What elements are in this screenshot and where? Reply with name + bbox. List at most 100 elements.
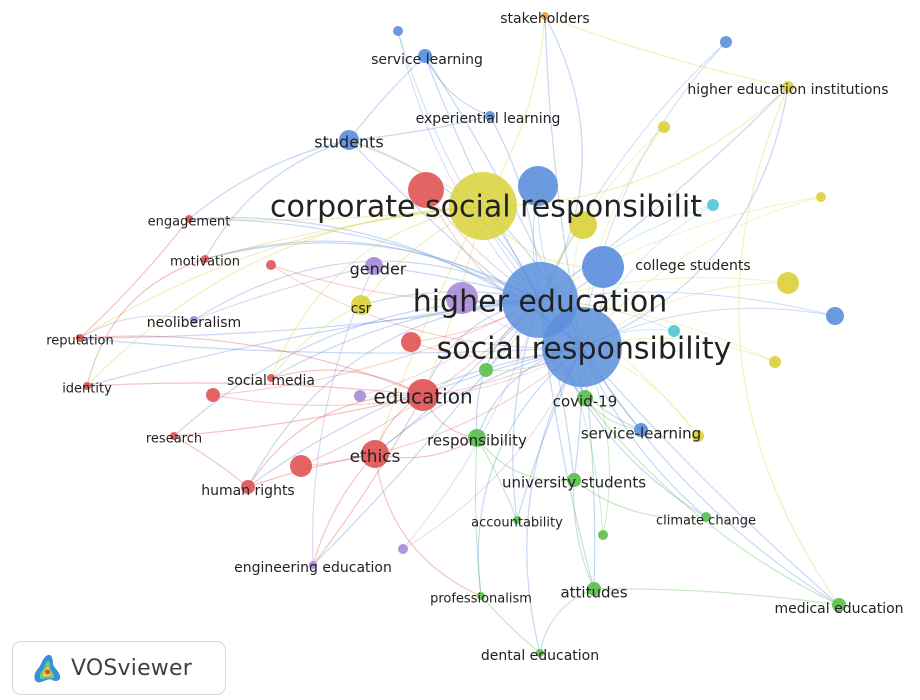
link-csr_full-ethics: [374, 205, 484, 455]
label-students[interactable]: students: [314, 133, 384, 152]
node-university-students[interactable]: [567, 473, 581, 487]
label-higher-education[interactable]: higher education: [413, 285, 668, 320]
node-unlabeled-16[interactable]: [354, 390, 366, 402]
node-unlabeled-9[interactable]: [266, 260, 276, 270]
node-unlabeled-21[interactable]: [692, 430, 704, 442]
node-unlabeled-14[interactable]: [479, 363, 493, 377]
label-dental-education[interactable]: dental education: [481, 648, 599, 664]
node-service-learning-a[interactable]: [418, 49, 432, 63]
label-neoliberalism[interactable]: neoliberalism: [147, 315, 241, 331]
node-responsibility[interactable]: [468, 429, 486, 447]
label-service-learning-a[interactable]: service learning: [371, 52, 483, 68]
link-heis-stakeholders: [544, 15, 789, 88]
label-human-rights[interactable]: human rights: [201, 483, 294, 499]
node-human-rights[interactable]: [241, 480, 255, 494]
label-professionalism[interactable]: professionalism: [430, 592, 532, 607]
label-heis[interactable]: higher education institutions: [687, 82, 888, 98]
node-unlabeled-3[interactable]: [408, 172, 444, 208]
label-university-students[interactable]: university students: [502, 474, 646, 492]
node-ethics[interactable]: [361, 440, 389, 468]
label-stakeholders[interactable]: stakeholders: [500, 11, 589, 27]
label-research[interactable]: research: [146, 432, 202, 447]
node-engagement[interactable]: [185, 215, 193, 223]
label-identity[interactable]: identity: [62, 382, 112, 397]
label-ethics[interactable]: ethics: [350, 447, 401, 467]
node-college-students[interactable]: [582, 246, 624, 288]
node-unlabeled-10[interactable]: [777, 272, 799, 294]
node-unlabeled-8[interactable]: [446, 282, 478, 314]
label-social-media[interactable]: social media: [227, 373, 315, 389]
label-engagement[interactable]: engagement: [148, 215, 231, 230]
node-unlabeled-1[interactable]: [720, 36, 732, 48]
label-service-learning-b[interactable]: service-learning: [581, 425, 701, 443]
label-experiential-learning[interactable]: experiential learning: [416, 111, 561, 127]
link-higher_education-neoliberalism: [193, 260, 541, 321]
node-stakeholders[interactable]: [541, 12, 549, 20]
label-motivation[interactable]: motivation: [170, 255, 240, 270]
node-unlabeled-17[interactable]: [206, 388, 220, 402]
node-professionalism[interactable]: [477, 592, 485, 600]
node-unlabeled-20[interactable]: [598, 530, 608, 540]
label-engineering-education[interactable]: engineering education: [234, 560, 392, 576]
node-accountability[interactable]: [513, 516, 521, 524]
label-education[interactable]: education: [373, 385, 472, 409]
node-research[interactable]: [170, 432, 178, 440]
label-attitudes[interactable]: attitudes: [560, 584, 627, 602]
node-unlabeled-15[interactable]: [769, 356, 781, 368]
label-college-students[interactable]: college students: [635, 258, 750, 274]
label-medical-education[interactable]: medical education: [774, 601, 903, 617]
node-heis[interactable]: [782, 81, 794, 93]
node-unlabeled-7[interactable]: [816, 192, 826, 202]
node-engineering-education[interactable]: [309, 561, 317, 569]
node-higher-education[interactable]: [502, 262, 578, 338]
node-reputation[interactable]: [76, 334, 84, 342]
node-covid19[interactable]: [577, 390, 593, 406]
node-social-media[interactable]: [267, 374, 275, 382]
link-neoliberalism-reputation: [79, 315, 195, 339]
link-extra-11-0: [539, 291, 836, 317]
link-ethics-engineering_education: [312, 453, 376, 566]
node-service-learning-b[interactable]: [634, 423, 648, 437]
node-unlabeled-0[interactable]: [393, 26, 403, 36]
node-unlabeled-2[interactable]: [658, 121, 670, 133]
label-social-responsibility[interactable]: social responsibility: [437, 332, 732, 367]
node-identity[interactable]: [83, 382, 91, 390]
node-dental-education[interactable]: [536, 649, 544, 657]
link-students-motivation: [204, 139, 350, 260]
label-climate-change[interactable]: climate change: [656, 514, 756, 529]
link-extra-17-0: [212, 299, 541, 396]
label-responsibility[interactable]: responsibility: [427, 432, 527, 450]
node-neoliberalism[interactable]: [190, 316, 198, 324]
node-unlabeled-18[interactable]: [290, 455, 312, 477]
link-responsibility-university_students: [476, 437, 575, 482]
node-gender[interactable]: [365, 257, 383, 275]
node-unlabeled-11[interactable]: [826, 307, 844, 325]
node-csr-full[interactable]: [449, 172, 517, 240]
node-education[interactable]: [407, 379, 439, 411]
node-unlabeled-19[interactable]: [398, 544, 408, 554]
node-layer: [76, 12, 846, 657]
node-csr[interactable]: [351, 295, 371, 315]
link-higher_education-engagement: [188, 218, 541, 301]
link-service_learning_a-experiential_learning: [424, 55, 491, 117]
node-attitudes[interactable]: [587, 582, 601, 596]
link-professionalism-dental_education: [480, 595, 541, 654]
node-climate-change[interactable]: [701, 512, 711, 522]
node-experiential-learning[interactable]: [485, 111, 495, 121]
node-unlabeled-12[interactable]: [668, 325, 680, 337]
node-unlabeled-5[interactable]: [569, 211, 597, 239]
label-reputation[interactable]: reputation: [46, 334, 114, 349]
link-students-engagement: [188, 139, 350, 220]
node-unlabeled-4[interactable]: [518, 166, 558, 206]
label-gender[interactable]: gender: [350, 260, 407, 279]
node-unlabeled-13[interactable]: [401, 332, 421, 352]
node-motivation[interactable]: [201, 255, 209, 263]
node-medical-education[interactable]: [832, 598, 846, 612]
label-csr-full[interactable]: corporate social responsibilit: [270, 190, 702, 225]
label-covid19[interactable]: covid-19: [553, 393, 618, 411]
label-accountability[interactable]: accountability: [471, 516, 563, 531]
node-students[interactable]: [339, 130, 359, 150]
label-csr[interactable]: csr: [351, 301, 372, 317]
node-unlabeled-6[interactable]: [707, 199, 719, 211]
